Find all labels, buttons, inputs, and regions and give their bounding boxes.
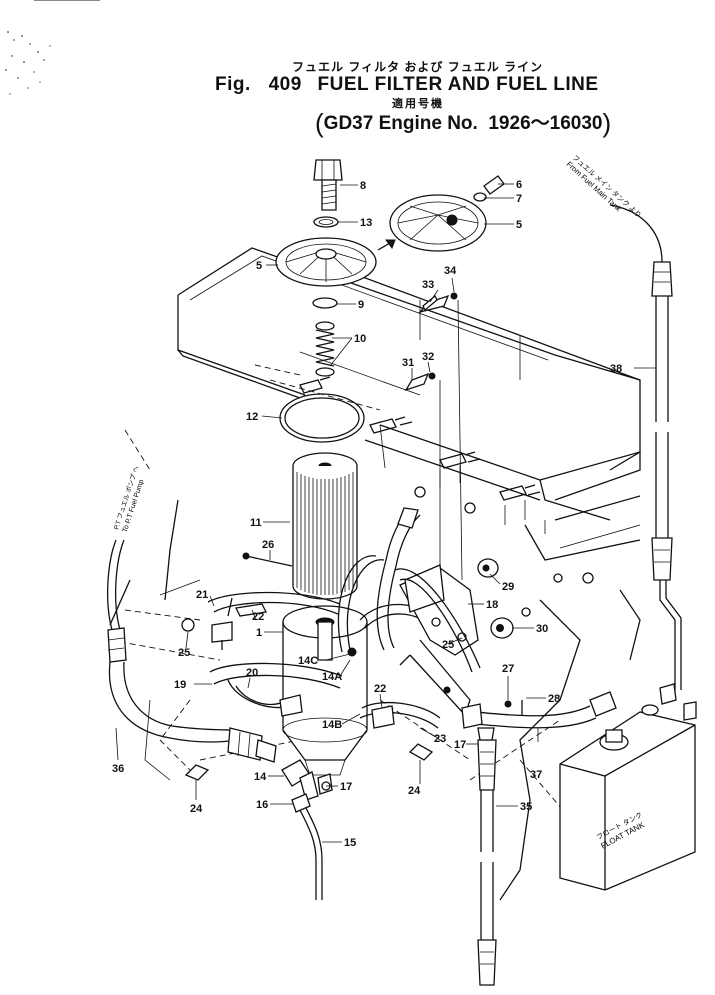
- drain-hose-15: [299, 807, 323, 900]
- o-ring-13: [313, 216, 339, 228]
- hose-36: [106, 539, 277, 763]
- fig-number: 409: [268, 74, 302, 95]
- bolt-6-washer-7: [473, 175, 505, 202]
- callout-38-hose: 38: [610, 363, 622, 375]
- pin-27-28: [504, 700, 523, 716]
- callout-7-washer: 7: [516, 193, 522, 205]
- callout-20-strap: 20: [246, 667, 258, 679]
- callout-16-clamp: 16: [256, 799, 268, 811]
- engine-block: [109, 247, 641, 901]
- callout-22-upper: 22: [252, 611, 264, 623]
- callout-22-lower: 22: [374, 683, 386, 695]
- hose-35: [477, 727, 497, 986]
- o-ring-9: [312, 297, 338, 309]
- callout-10-spring: 10: [354, 333, 366, 345]
- strap-22-lower: [359, 701, 441, 729]
- strap-21: [207, 591, 341, 650]
- callout-numbers: 8 13 5 9 10 12 11 26 21 22 25 1 19 20 14…: [112, 179, 622, 849]
- spring-10: [315, 321, 335, 377]
- center-bolt: [313, 159, 343, 211]
- callout-14-valve: 14: [254, 771, 267, 783]
- clamp-16: [291, 793, 311, 813]
- bolt-26: [242, 552, 293, 567]
- hose-upper-loop: [337, 507, 481, 673]
- callout-14c: 14C: [298, 655, 318, 667]
- hose-38: [609, 204, 682, 690]
- japanese-applicability: 適用号機: [392, 98, 444, 110]
- callout-24-left: 24: [190, 803, 203, 815]
- strap-20-19: [209, 662, 343, 717]
- callout-14b: 14B: [322, 719, 342, 731]
- nut-25: [181, 607, 531, 632]
- callout-12-gasket: 12: [246, 411, 258, 423]
- callout-21-strap: 21: [196, 589, 208, 601]
- callout-26-bolt: 26: [262, 539, 274, 551]
- engine-bosses: [414, 486, 594, 584]
- strap-22-upper: [227, 597, 267, 617]
- callout-24-right: 24: [408, 785, 421, 797]
- cushion-30: [490, 617, 514, 639]
- callout-34-washer: 34: [444, 265, 457, 277]
- callout-30-cushion: 30: [536, 623, 548, 635]
- callout-31-bolt: 31: [402, 357, 414, 369]
- callout-33-bolt: 33: [422, 279, 434, 291]
- filter-cover-5-right: [377, 194, 487, 252]
- callout-19-strap: 19: [174, 679, 186, 691]
- callout-35-hose: 35: [520, 801, 532, 813]
- callout-6-bolt: 6: [516, 179, 522, 191]
- bolts-24: [184, 743, 434, 781]
- callout-17-right: 17: [454, 739, 466, 751]
- callout-25-nut-left: 25: [178, 647, 190, 659]
- callout-29-cushion: 29: [502, 581, 514, 593]
- bolt-31-32: [404, 372, 436, 392]
- bolt-33-34: [417, 292, 458, 314]
- paren-left: (: [315, 108, 324, 138]
- applicability-line: (GD37 Engine No. 1926～16030): [315, 108, 611, 139]
- callout-13-oring: 13: [360, 217, 372, 229]
- callout-5-cover-right: 5: [516, 219, 522, 231]
- callout-14a: 14A: [322, 671, 342, 683]
- fig-prefix: Fig.: [215, 74, 251, 95]
- callout-15-hose: 15: [344, 837, 356, 849]
- fig-name: FUEL FILTER AND FUEL LINE: [317, 74, 599, 95]
- callout-5-cover-left: 5: [256, 260, 262, 272]
- callout-23: 23: [434, 733, 446, 745]
- from-tank-en: From Fuel Main Tank: [565, 159, 623, 213]
- from-tank-jp: フュエル メイン タンク より: [571, 153, 644, 220]
- callout-9-oring: 9: [358, 299, 364, 311]
- callout-17-left: 17: [340, 781, 352, 793]
- callout-37-hose: 37: [530, 769, 542, 781]
- drain-valve-14: [281, 759, 333, 801]
- callout-36-hose: 36: [112, 763, 124, 775]
- side-label-to-pump: P.T フュエル ポンプ へ To P.T Fuel Pump: [112, 465, 145, 534]
- paren-right: ): [602, 108, 612, 138]
- callout-27-pin: 27: [502, 663, 514, 675]
- callout-32-washer: 32: [422, 351, 434, 363]
- callout-18-bracket: 18: [486, 599, 498, 611]
- float-tank: [559, 683, 697, 891]
- applicability-text: GD37 Engine No. 1926～16030: [323, 113, 603, 134]
- cushion-29: [477, 558, 499, 578]
- mounting-bracket-18: [399, 564, 479, 717]
- hose-37: [461, 691, 617, 729]
- callout-8-bolt: 8: [360, 180, 366, 192]
- gasket-12: [279, 393, 365, 443]
- japanese-title: フュエル フィルタ および フュエル ライン: [292, 60, 544, 74]
- callout-25-nut-right: 25: [442, 639, 454, 651]
- callout-1-body: 1: [256, 627, 262, 639]
- side-label-from-tank: フュエル メイン タンク より From Fuel Main Tank: [565, 153, 644, 220]
- leader-lines: [115, 183, 656, 843]
- filter-body-1: [282, 605, 368, 776]
- figure-title: Fig. 409 FUEL FILTER AND FUEL LINE: [215, 74, 599, 96]
- scan-noise: [5, 0, 100, 95]
- callout-11-element: 11: [250, 517, 262, 529]
- callout-28-pin: 28: [548, 693, 560, 705]
- filter-cover-5-left: [275, 237, 377, 287]
